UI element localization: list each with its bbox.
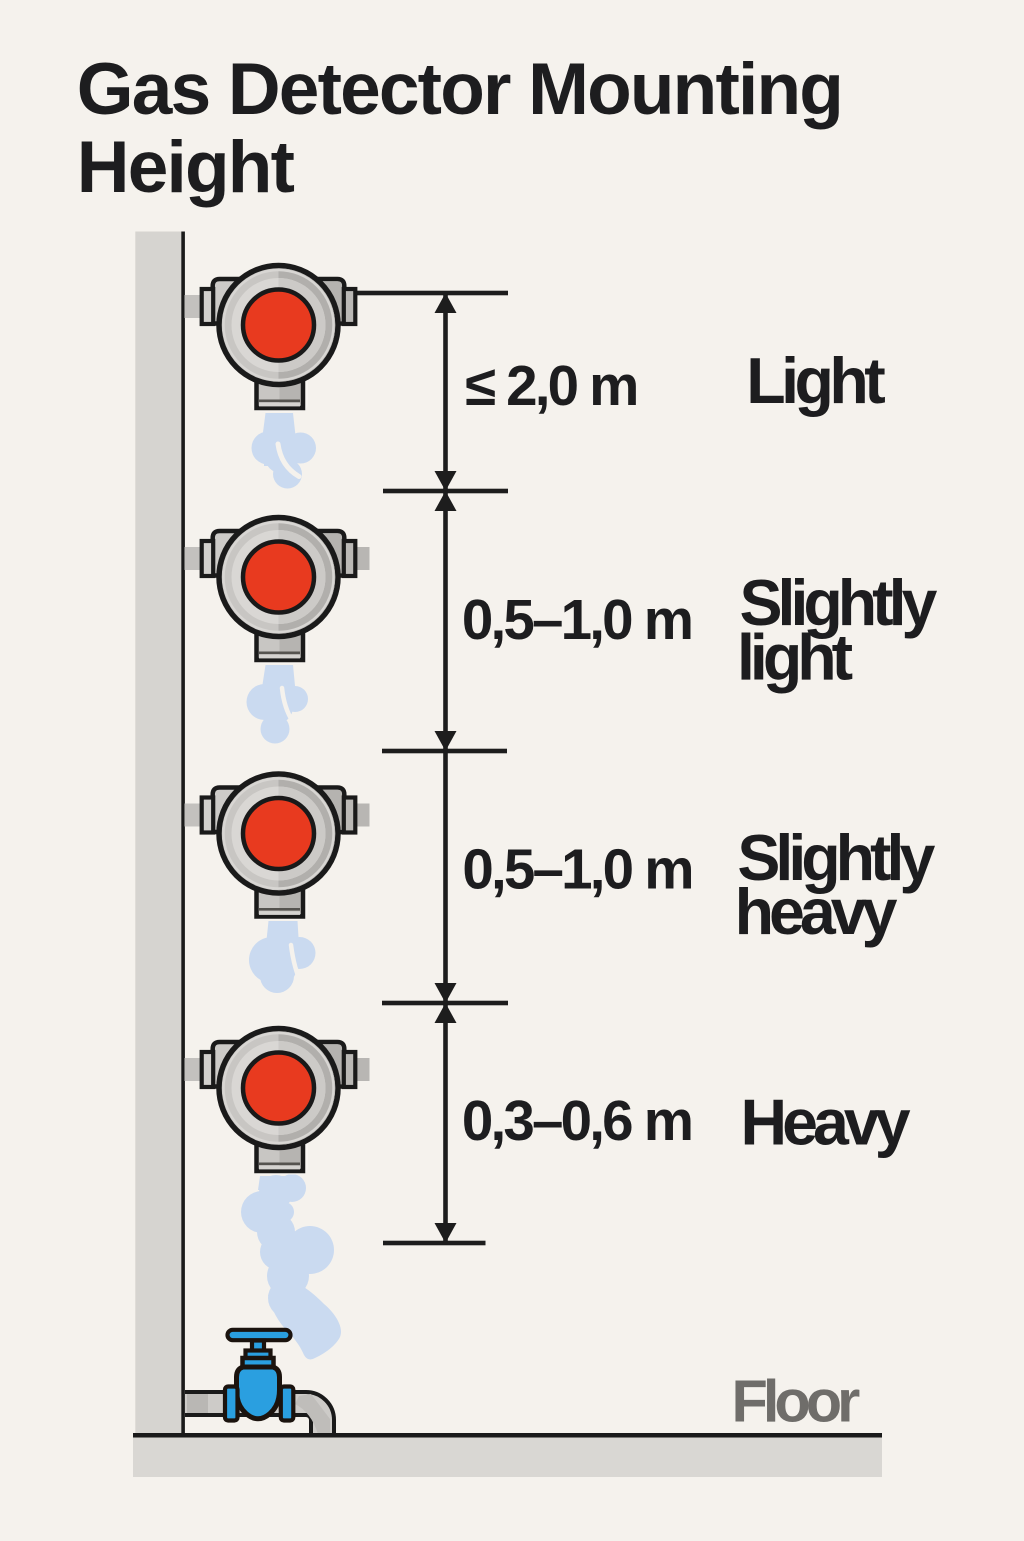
svg-text:Height: Height [77, 127, 295, 208]
svg-text:0,5–1,0 m: 0,5–1,0 m [462, 838, 691, 901]
svg-text:heavy: heavy [735, 876, 898, 948]
svg-text:≤ 2,0 m: ≤ 2,0 m [465, 354, 637, 417]
svg-text:Heavy: Heavy [741, 1087, 911, 1159]
svg-text:Slightly: Slightly [737, 822, 935, 894]
svg-text:0,3–0,6 m: 0,3–0,6 m [462, 1089, 691, 1152]
svg-text:Gas Detector Mounting: Gas Detector Mounting [77, 49, 842, 130]
svg-text:0,5–1,0 m: 0,5–1,0 m [462, 588, 691, 651]
svg-text:Slightly: Slightly [740, 567, 938, 639]
svg-text:Light: Light [746, 345, 885, 417]
svg-text:light: light [737, 622, 853, 694]
svg-text:Floor: Floor [732, 1368, 861, 1435]
